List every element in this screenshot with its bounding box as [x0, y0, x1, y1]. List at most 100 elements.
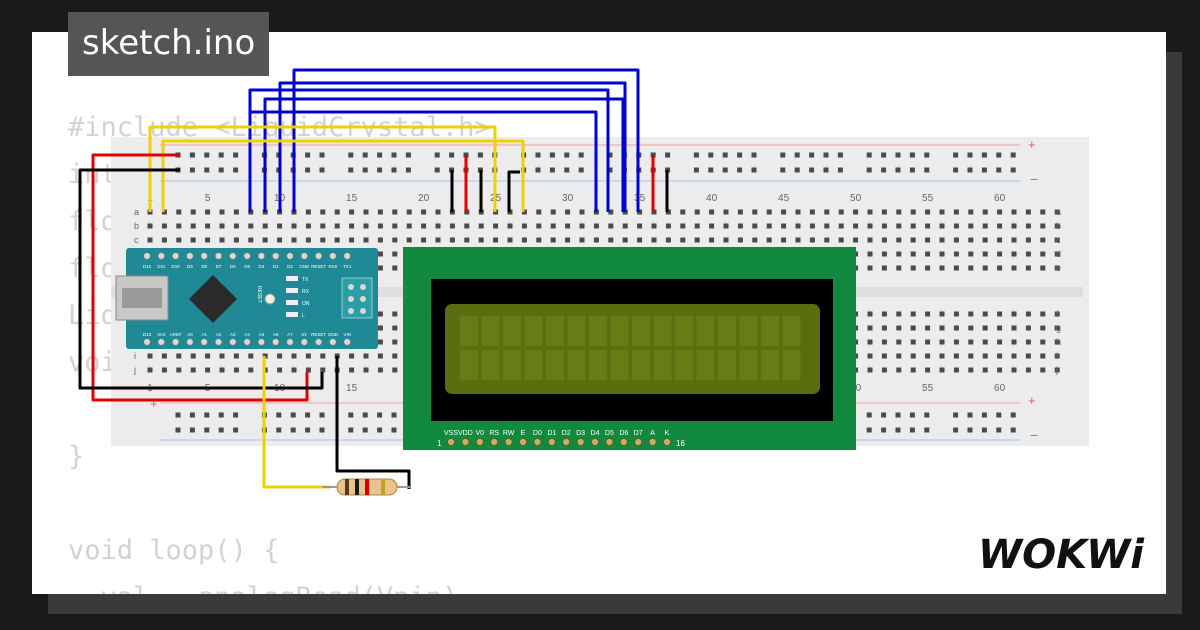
breadboard-hole[interactable] [925, 223, 931, 229]
breadboard-hole[interactable] [1011, 251, 1017, 257]
arduino-pin-top[interactable] [343, 252, 351, 260]
breadboard-hole[interactable] [896, 209, 902, 215]
breadboard-hole[interactable] [953, 311, 959, 317]
breadboard-hole[interactable] [982, 237, 988, 243]
breadboard-hole[interactable] [305, 353, 311, 359]
breadboard-hole[interactable] [953, 427, 959, 433]
breadboard-hole[interactable] [377, 353, 383, 359]
breadboard-hole[interactable] [190, 367, 196, 373]
breadboard-hole[interactable] [680, 223, 686, 229]
breadboard-hole[interactable] [637, 223, 643, 229]
breadboard-hole[interactable] [781, 237, 787, 243]
breadboard-hole[interactable] [881, 412, 887, 418]
breadboard-hole[interactable] [1025, 265, 1031, 271]
arduino-pin-bottom[interactable] [286, 338, 294, 346]
breadboard-hole[interactable] [392, 251, 398, 257]
breadboard-hole[interactable] [319, 167, 325, 173]
breadboard-hole[interactable] [881, 367, 887, 373]
breadboard-hole[interactable] [997, 237, 1003, 243]
breadboard-hole[interactable] [910, 223, 916, 229]
breadboard-hole[interactable] [981, 412, 987, 418]
breadboard-hole[interactable] [867, 339, 873, 345]
breadboard-hole[interactable] [939, 265, 945, 271]
breadboard-hole[interactable] [190, 237, 196, 243]
breadboard-hole[interactable] [925, 251, 931, 257]
breadboard-hole[interactable] [549, 152, 555, 158]
breadboard-hole[interactable] [176, 223, 182, 229]
breadboard-hole[interactable] [349, 367, 355, 373]
breadboard-hole[interactable] [1011, 265, 1017, 271]
breadboard-hole[interactable] [981, 167, 987, 173]
breadboard-hole[interactable] [248, 223, 254, 229]
breadboard-hole[interactable] [218, 167, 224, 173]
arduino-pin-bottom[interactable] [329, 338, 337, 346]
breadboard-hole[interactable] [535, 167, 541, 173]
breadboard-hole[interactable] [305, 152, 311, 158]
breadboard-hole[interactable] [348, 167, 354, 173]
breadboard-hole[interactable] [925, 209, 931, 215]
lcd-pin[interactable] [634, 438, 643, 446]
breadboard-hole[interactable] [795, 237, 801, 243]
breadboard-hole[interactable] [910, 339, 916, 345]
breadboard-hole[interactable] [910, 311, 916, 317]
breadboard-hole[interactable] [866, 412, 872, 418]
breadboard-hole[interactable] [579, 209, 585, 215]
breadboard-hole[interactable] [405, 152, 411, 158]
arduino-pin-top[interactable] [315, 252, 323, 260]
breadboard-hole[interactable] [824, 237, 830, 243]
breadboard-hole[interactable] [708, 167, 714, 173]
breadboard-hole[interactable] [248, 237, 254, 243]
breadboard-hole[interactable] [189, 152, 195, 158]
breadboard-hole[interactable] [478, 237, 484, 243]
breadboard-hole[interactable] [838, 237, 844, 243]
breadboard-hole[interactable] [968, 209, 974, 215]
breadboard-hole[interactable] [997, 325, 1003, 331]
breadboard-hole[interactable] [319, 152, 325, 158]
breadboard-hole[interactable] [693, 167, 699, 173]
breadboard-hole[interactable] [867, 237, 873, 243]
breadboard-hole[interactable] [233, 367, 239, 373]
breadboard-hole[interactable] [579, 223, 585, 229]
lcd-pin[interactable] [663, 438, 671, 446]
breadboard-hole[interactable] [349, 223, 355, 229]
arduino-pin-top[interactable] [200, 252, 208, 260]
breadboard-hole[interactable] [521, 223, 527, 229]
breadboard-hole[interactable] [881, 167, 887, 173]
breadboard-hole[interactable] [362, 167, 368, 173]
breadboard-hole[interactable] [680, 209, 686, 215]
breadboard-hole[interactable] [363, 237, 369, 243]
breadboard-hole[interactable] [405, 167, 411, 173]
breadboard-hole[interactable] [190, 209, 196, 215]
breadboard-hole[interactable] [968, 353, 974, 359]
breadboard-hole[interactable] [996, 167, 1002, 173]
breadboard-hole[interactable] [392, 237, 398, 243]
breadboard-hole[interactable] [1025, 367, 1031, 373]
breadboard-hole[interactable] [737, 209, 743, 215]
breadboard-hole[interactable] [1011, 237, 1017, 243]
breadboard-hole[interactable] [968, 237, 974, 243]
arduino-pin-top[interactable] [257, 252, 266, 260]
breadboard-hole[interactable] [1025, 311, 1031, 317]
breadboard-hole[interactable] [1054, 367, 1060, 373]
breadboard-hole[interactable] [421, 237, 427, 243]
breadboard-hole[interactable] [348, 427, 354, 433]
breadboard-hole[interactable] [1011, 339, 1017, 345]
breadboard-hole[interactable] [507, 237, 513, 243]
breadboard-hole[interactable] [809, 223, 815, 229]
breadboard-hole[interactable] [953, 167, 959, 173]
breadboard-hole[interactable] [421, 209, 427, 215]
breadboard-hole[interactable] [996, 412, 1002, 418]
breadboard-hole[interactable] [1025, 353, 1031, 359]
breadboard-hole[interactable] [205, 209, 211, 215]
breadboard-hole[interactable] [262, 223, 268, 229]
breadboard-hole[interactable] [1040, 325, 1046, 331]
breadboard-hole[interactable] [319, 412, 325, 418]
breadboard-hole[interactable] [550, 209, 556, 215]
breadboard-hole[interactable] [406, 223, 412, 229]
breadboard-hole[interactable] [1054, 209, 1060, 215]
breadboard-hole[interactable] [780, 167, 786, 173]
breadboard-hole[interactable] [853, 223, 859, 229]
breadboard-hole[interactable] [709, 237, 715, 243]
breadboard-hole[interactable] [766, 209, 772, 215]
